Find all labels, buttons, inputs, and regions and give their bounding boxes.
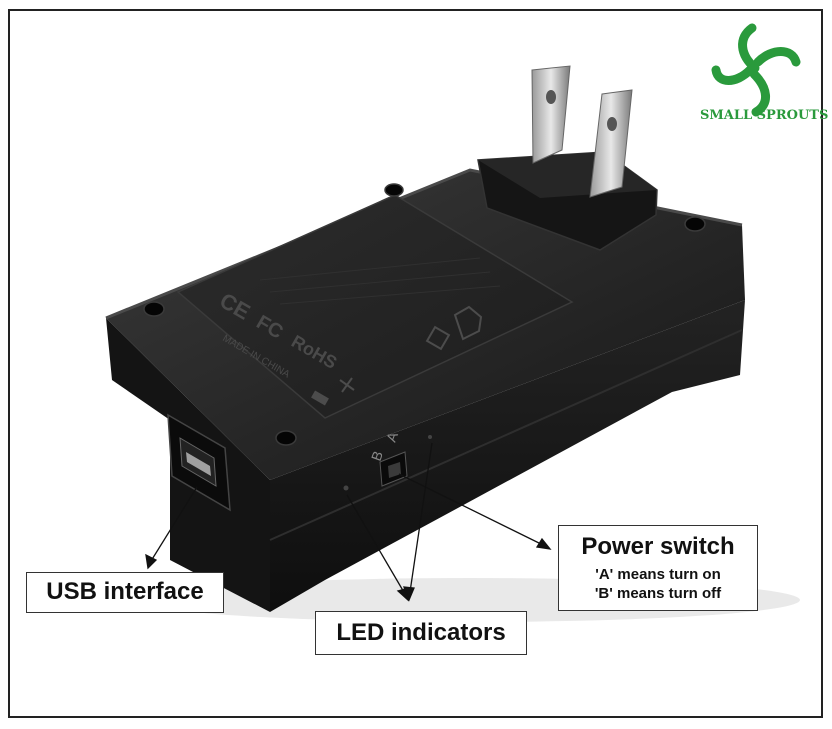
usb-arrowhead: [145, 553, 158, 570]
led-dot-1: [343, 485, 349, 491]
plug-prong-left: [531, 65, 571, 164]
led-indicators-label: LED indicators: [336, 619, 506, 646]
brand-name: SMALL SPROUTS: [700, 108, 829, 123]
led-arrowhead-2: [403, 586, 415, 602]
led-dot-2: [428, 435, 432, 439]
power-switch: A B: [368, 429, 408, 487]
plug-prong-right: [589, 89, 633, 198]
power-switch-off-note: 'B' means turn off: [594, 585, 722, 602]
power-switch-title: Power switch: [581, 533, 735, 560]
device-front-face: [270, 300, 745, 612]
usb-interface-callout: USB interface: [26, 572, 224, 613]
led-indicators-callout: LED indicators: [315, 611, 527, 655]
callout-arrows: [145, 442, 552, 602]
switch-arrowhead: [535, 537, 552, 550]
usb-port: [167, 413, 231, 512]
usb-interface-label: USB interface: [46, 578, 204, 605]
screw-holes: [143, 183, 706, 446]
power-switch-on-note: 'A' means turn on: [595, 566, 721, 583]
device-label-plate: [176, 194, 574, 419]
power-switch-callout: Power switch 'A' means turn on 'B' means…: [558, 525, 758, 611]
sprout-logo-icon: [711, 23, 801, 117]
